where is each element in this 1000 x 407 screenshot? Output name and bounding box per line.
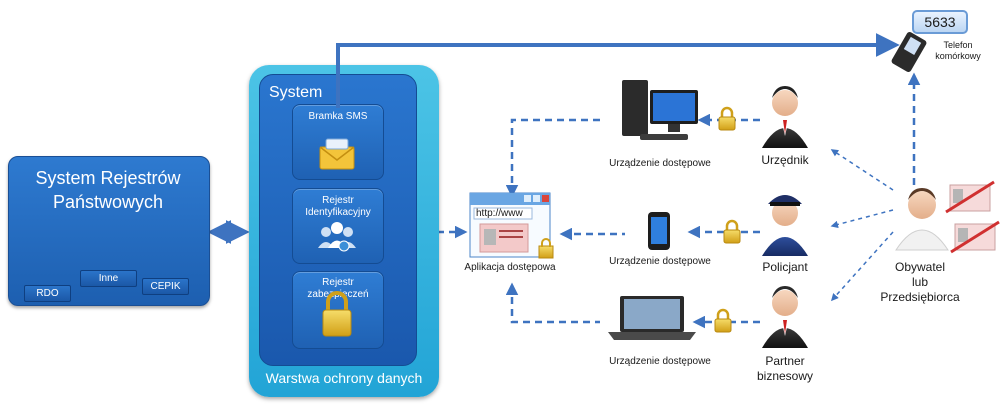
sms-gateway-label: Bramka SMS: [308, 111, 368, 122]
identity-registry-label-line1: Rejestr: [322, 195, 354, 206]
mobile-phone-label: Telefon komórkowy: [928, 40, 988, 62]
phone-device-label: Urządzenie dostępowe: [609, 256, 711, 267]
db-label-rdo: RDO: [24, 285, 71, 302]
citizen-clerk-arrow: [830, 149, 894, 191]
clerk-label: Urzędnik: [761, 153, 809, 167]
access-app-window-icon: [469, 192, 554, 259]
registry-title-line1: System Rejestrów: [35, 168, 181, 188]
security-registry-label-line1: Rejestr: [322, 277, 354, 288]
citizen-label-line1: Obywatel: [894, 260, 946, 274]
laptop-icon: [608, 296, 696, 340]
police-person-icon: [762, 195, 808, 256]
citizen-label-line3: Przedsiębiorca: [880, 290, 960, 304]
app-desktop-arrow: [505, 118, 600, 198]
mobile-label-line1: Telefon: [943, 40, 973, 50]
smartphone-icon: [648, 212, 670, 250]
sms-gateway-module: Bramka SMS: [292, 104, 384, 180]
desktop-lock-icon: [718, 106, 736, 131]
security-registry-label-line2: zabezpieczeń: [307, 289, 369, 300]
system-title: System: [269, 84, 323, 101]
partner-label-line1: Partner: [765, 354, 805, 368]
partner-person-icon: [762, 286, 808, 348]
data-protection-layer-label: Warstwa ochrony danych: [265, 370, 423, 386]
laptop-device-label: Urządzenie dostępowe: [609, 356, 711, 367]
identity-registry-module: Rejestr Identyfikacyjny: [292, 188, 384, 264]
laptop-lock-icon: [714, 308, 732, 333]
state-registry-title: System Rejestrów Państwowych: [8, 166, 208, 214]
access-app-label: Aplikacja dostępowa: [464, 262, 556, 273]
citizen-label-line2: lub: [911, 275, 928, 289]
clerk-person-icon: [762, 86, 808, 148]
sms-code-bubble: 5633: [912, 10, 968, 34]
citizen-person-icon: [895, 188, 949, 251]
citizen-police-arrow: [830, 209, 894, 229]
mobile-label-line2: komórkowy: [935, 51, 981, 61]
db-label-cepik: CEPIK: [142, 278, 189, 295]
police-label: Policjant: [762, 260, 808, 274]
mobile-phone-icon: [891, 32, 927, 72]
db-label-inne: Inne: [80, 270, 137, 287]
app-laptop-arrow: [505, 282, 600, 324]
desktop-device-label: Urządzenie dostępowe: [609, 158, 711, 169]
app-url-text: http://www: [476, 208, 523, 219]
desktop-computer-icon: [622, 80, 698, 140]
id-cards-crossed-icon: [945, 180, 1000, 254]
partner-label: Partner biznesowy: [745, 354, 825, 384]
security-registry-module: Rejestr zabezpieczeń: [292, 271, 384, 349]
partner-label-line2: biznesowy: [756, 369, 814, 383]
registry-title-line2: Państwowych: [52, 192, 164, 212]
citizen-label: Obywatel lub Przedsiębiorca: [870, 260, 970, 305]
phone-lock-icon: [723, 219, 741, 244]
identity-registry-label-line2: Identyfikacyjny: [305, 207, 371, 218]
